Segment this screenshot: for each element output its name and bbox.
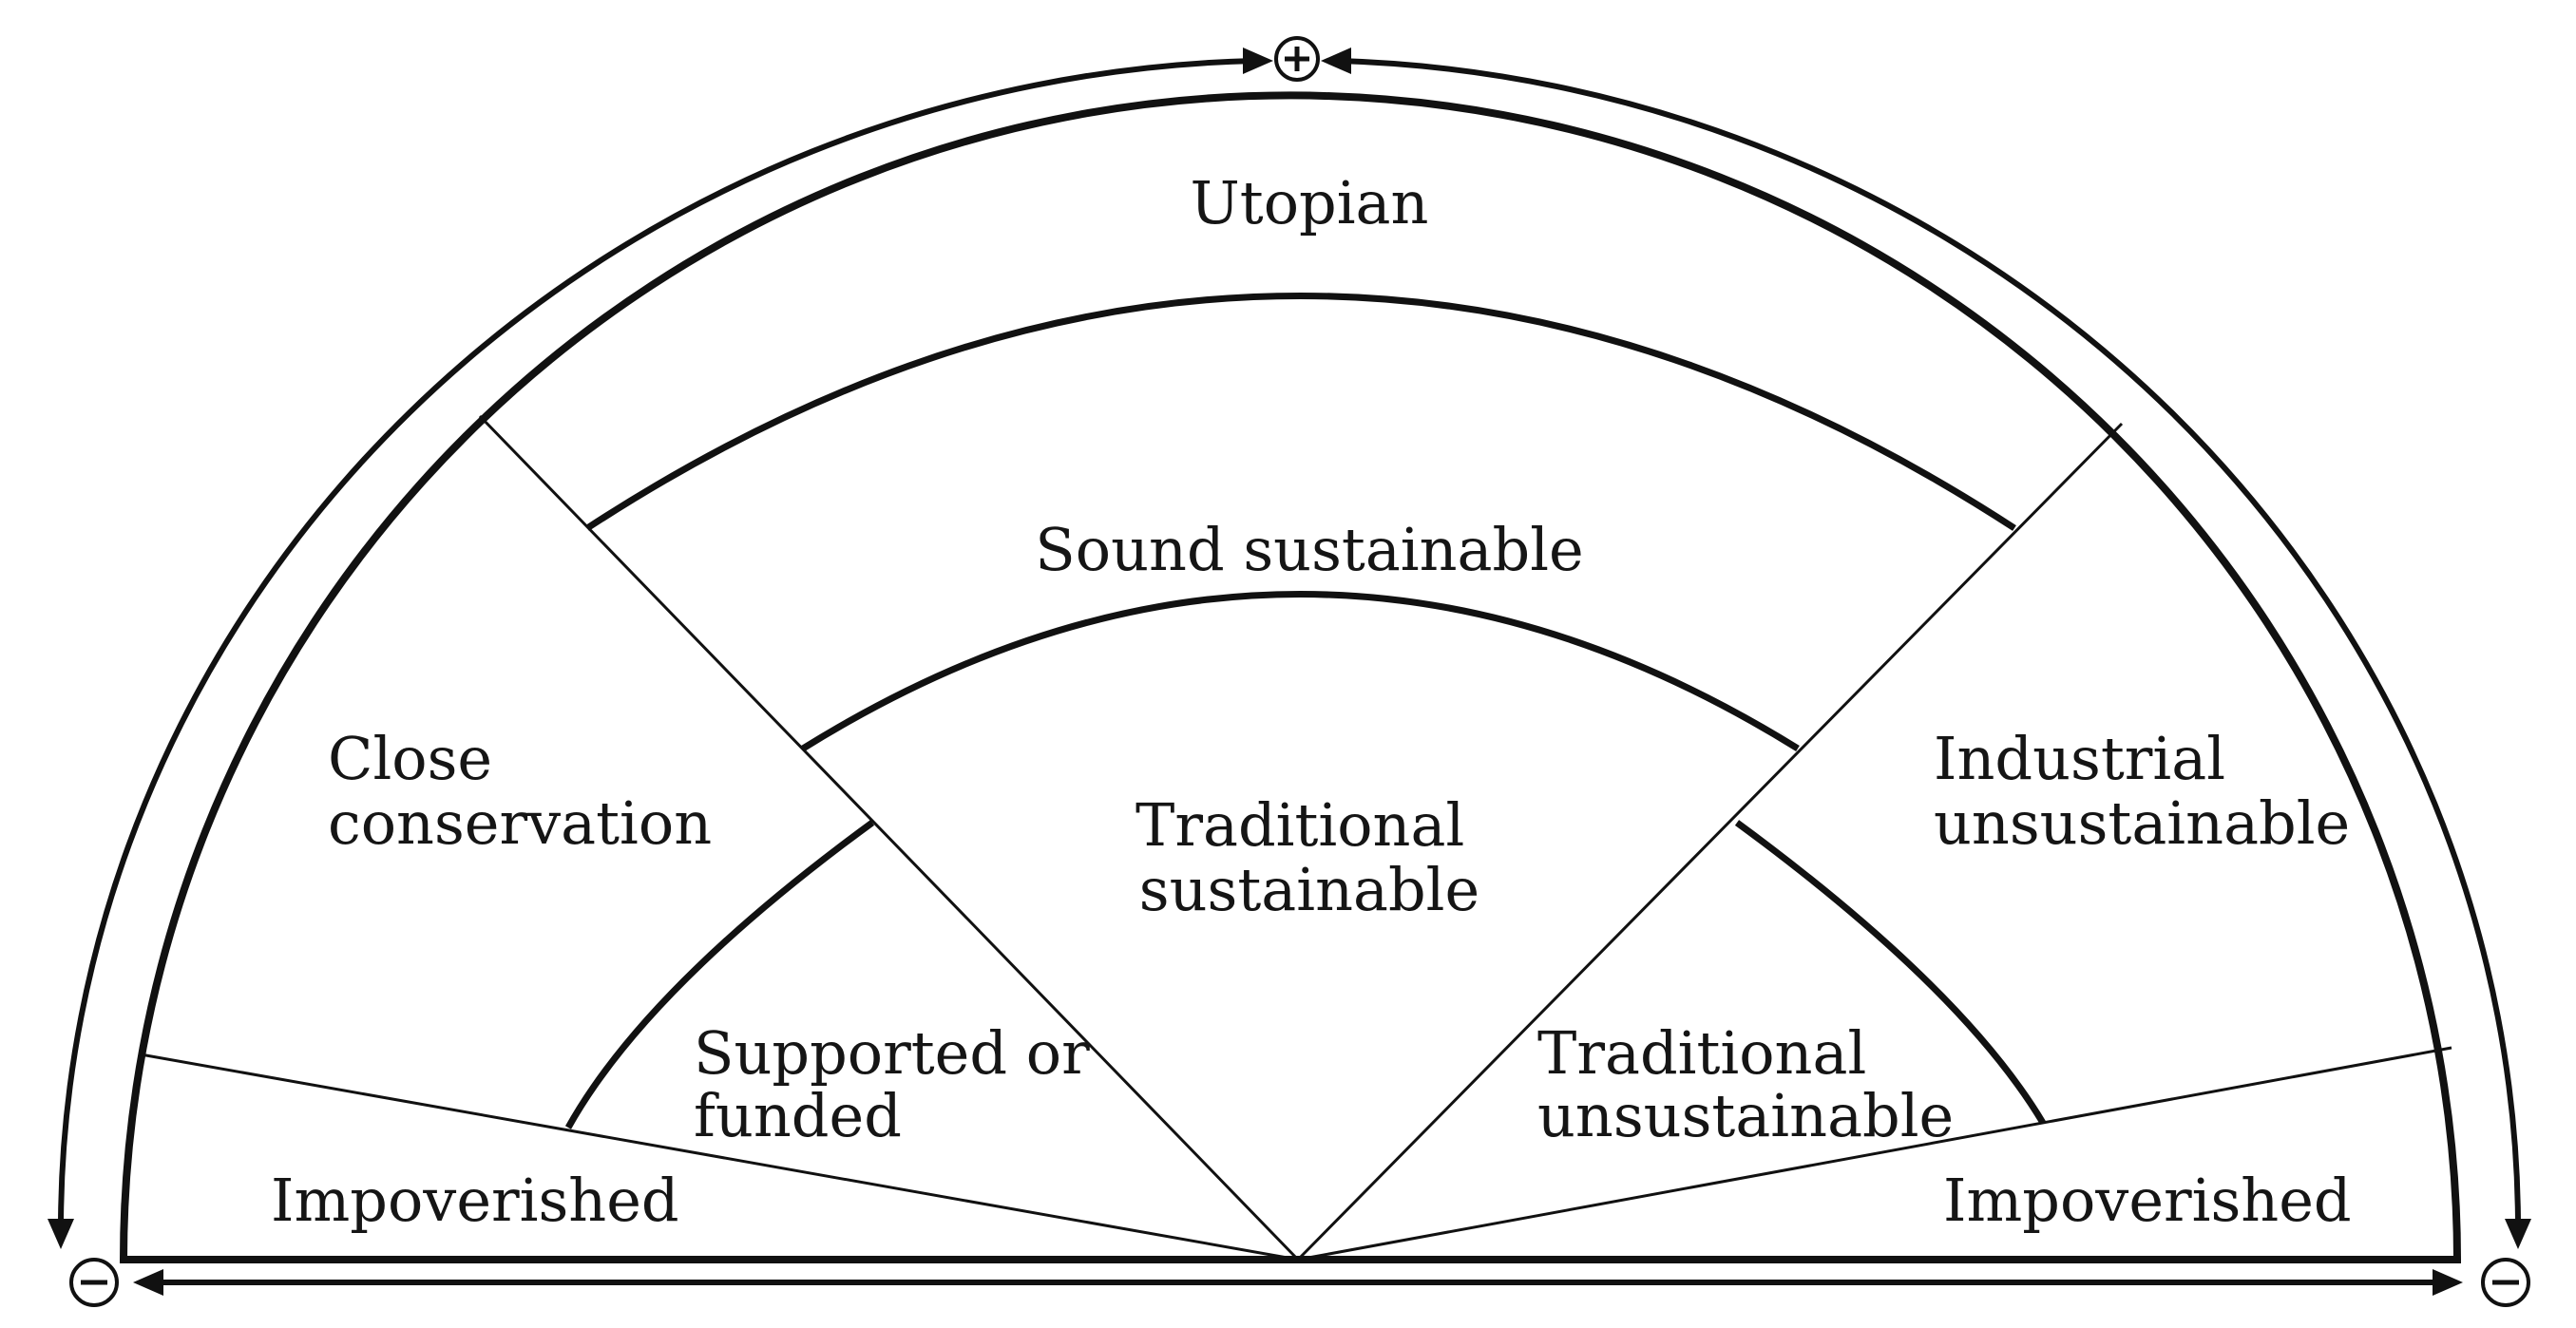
divider-left-lower	[140, 1053, 1299, 1262]
label-sound-sustainable: Sound sustainable	[1035, 515, 1583, 584]
outer-semicircle	[119, 91, 2462, 1263]
axis-sign-markers	[69, 36, 2530, 1307]
label-impoverished-right: Impoverished	[1943, 1166, 2352, 1235]
inner-arcs	[564, 293, 2047, 1129]
region-labels: Utopian Sound sustainable Close conserva…	[271, 168, 2352, 1235]
traditional-unsustainable-arc	[1734, 820, 2047, 1125]
traditional-sustainable-upper-arc	[801, 591, 1800, 751]
minus-sign-bottom-right	[2481, 1258, 2530, 1307]
label-traditional-sustainable-line-1: Traditional	[1135, 790, 1464, 860]
divider-right-upper	[1296, 422, 2124, 1262]
label-close-conservation-line-2: conservation	[328, 788, 712, 858]
left-arc-arrow	[58, 58, 1255, 1226]
label-traditional-unsustainable-line-1: Traditional	[1537, 1018, 1866, 1088]
sound-sustainable-upper-arc	[585, 293, 2016, 531]
radial-dividers	[140, 414, 2452, 1262]
label-supported-or-funded-line-2: funded	[694, 1081, 902, 1150]
label-supported-or-funded-line-1: Supported or	[694, 1018, 1090, 1088]
bottom-arrowhead-right	[2433, 1269, 2463, 1296]
outer-arrows	[48, 47, 2531, 1296]
label-utopian: Utopian	[1191, 168, 1429, 237]
label-industrial-unsustainable-line-2: unsustainable	[1934, 788, 2350, 858]
right-arc-arrowhead-top	[1321, 47, 1351, 74]
label-close-conservation: Close conservation	[328, 724, 712, 858]
supported-funded-arc	[564, 820, 875, 1129]
label-industrial-unsustainable: Industrial unsustainable	[1934, 724, 2350, 858]
right-arc-arrowhead-bottom	[2505, 1219, 2531, 1249]
label-traditional-sustainable: Traditional sustainable	[1135, 790, 1483, 924]
divider-right-lower	[1297, 1046, 2452, 1262]
label-supported-or-funded: Supported or funded	[694, 1018, 1108, 1150]
semicircle-frame	[119, 91, 2462, 1263]
left-arc-arrowhead-bottom	[48, 1219, 74, 1249]
label-traditional-unsustainable: Traditional unsustainable	[1537, 1018, 1954, 1150]
right-arc-arrow	[1339, 58, 2521, 1226]
label-industrial-unsustainable-line-1: Industrial	[1934, 724, 2225, 793]
left-arc-arrowhead-top	[1243, 47, 1273, 74]
label-traditional-sustainable-line-2: sustainable	[1139, 855, 1479, 924]
bottom-arrowhead-left	[133, 1269, 163, 1296]
minus-sign-bottom-left	[69, 1258, 119, 1307]
label-traditional-unsustainable-line-2: unsustainable	[1537, 1081, 1954, 1150]
label-close-conservation-line-1: Close	[328, 724, 492, 793]
plus-sign-top	[1274, 36, 1320, 82]
label-impoverished-left: Impoverished	[271, 1166, 679, 1235]
divider-left-upper	[478, 414, 1300, 1262]
